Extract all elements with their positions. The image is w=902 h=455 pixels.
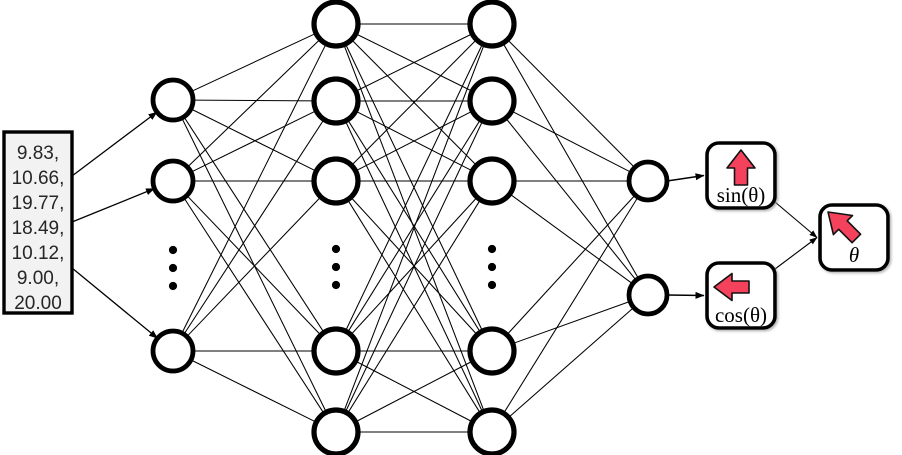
edge-input-layer-2-to-hidden-layer-1-4	[190, 359, 317, 423]
ellipsis-dot-input-layer-1	[168, 263, 178, 273]
neuron-hidden-layer-1-3[interactable]	[311, 326, 361, 376]
cos-box-label: cos(θ)	[715, 303, 767, 327]
sin-box-label: sin(θ)	[717, 183, 766, 207]
ellipsis-dot-input-layer-0	[168, 245, 178, 255]
neuron-output-layer-1[interactable]	[626, 273, 670, 317]
theta-output-box[interactable]: θ	[818, 203, 890, 272]
edge-hidden-layer-1-4-to-hidden-layer-2-1	[344, 120, 484, 413]
neuron-hidden-layer-2-2[interactable]	[467, 156, 517, 206]
edge-hidden-layer-2-4-to-output-layer-0	[503, 196, 639, 414]
input-value-box: 9.83, 10.66, 19.77, 18.49, 10.12, 9.00, …	[2, 130, 74, 315]
input-value-1: 10.66,	[12, 168, 65, 189]
input-value-0: 9.83,	[17, 143, 59, 164]
edge-input-layer-1-to-hidden-layer-1-1	[190, 110, 317, 173]
edge-hidden-layer-1-3-to-hidden-layer-2-1	[347, 119, 481, 333]
ellipsis-dot-hidden-layer-1-2	[331, 280, 341, 290]
neuron-hidden-layer-1-4[interactable]	[311, 407, 361, 455]
edge-hidden-layer-2-1-to-output-layer-0	[511, 110, 632, 173]
arrow-up-icon	[726, 149, 756, 186]
edge-sin-box-to-theta-box	[774, 201, 818, 238]
edge-hidden-layer-1-1-to-hidden-layer-2-0	[355, 33, 473, 92]
edge-input-layer-2-to-hidden-layer-1-1	[183, 119, 325, 335]
edges-boxes-to-theta	[774, 201, 818, 270]
edge-inputbox-to-neuron-1	[71, 187, 155, 223]
edge-cos-box-to-theta-box	[774, 237, 818, 270]
edges-input-to-hidden1	[181, 32, 327, 423]
neuron-output-layer-0[interactable]	[626, 159, 670, 203]
edge-hidden-layer-2-3-to-output-layer-0	[506, 194, 636, 336]
arrow-up-left-icon	[827, 211, 862, 244]
edges-inputbox-to-inputlayer	[71, 111, 158, 339]
sin-output-box[interactable]: sin(θ)	[705, 141, 777, 210]
edge-input-layer-1-to-hidden-layer-1-3	[186, 195, 322, 336]
input-value-5: 9.00,	[17, 268, 59, 289]
edge-hidden-layer-1-2-to-hidden-layer-2-0	[351, 39, 477, 166]
edge-hidden-layer-1-4-to-hidden-layer-2-2	[347, 199, 481, 414]
neuron-input-layer-2[interactable]	[150, 328, 196, 374]
edge-input-layer-0-to-hidden-layer-1-0	[190, 32, 317, 93]
input-value-3: 18.49,	[12, 218, 65, 239]
edge-hidden-layer-2-0-to-output-layer-0	[507, 39, 635, 168]
input-box-rect	[2, 130, 74, 315]
neuron-hidden-layer-2-4[interactable]	[467, 407, 517, 455]
edge-input-layer-1-to-hidden-layer-1-0	[187, 38, 321, 168]
edge-input-layer-2-to-hidden-layer-1-2	[186, 196, 322, 337]
edge-inputbox-to-neuron-0	[71, 111, 158, 177]
neuron-hidden-layer-1-1[interactable]	[311, 76, 361, 126]
layer-ellipses	[168, 244, 497, 291]
neuron-hidden-layer-2-3[interactable]	[467, 326, 517, 376]
ellipsis-dot-hidden-layer-1-1	[331, 262, 341, 272]
edges-hidden1-to-hidden2	[343, 23, 485, 433]
edge-hidden-layer-2-1-to-output-layer-1	[505, 117, 637, 281]
edges-output-to-boxes	[666, 173, 705, 299]
neuron-hidden-layer-2-1[interactable]	[467, 76, 517, 126]
edge-inputbox-to-neuron-2	[71, 267, 158, 339]
edge-hidden-layer-2-2-to-output-layer-1	[509, 193, 633, 285]
edge-output-0-to-sin-box	[666, 173, 705, 182]
neuron-input-layer-0[interactable]	[150, 77, 196, 123]
ellipsis-dot-hidden-layer-2-0	[487, 244, 497, 254]
ellipsis-dot-hidden-layer-2-1	[487, 262, 497, 272]
edge-hidden-layer-1-4-to-hidden-layer-2-0	[343, 44, 485, 412]
theta-box-label: θ	[849, 243, 859, 267]
arrow-left-icon	[713, 272, 750, 302]
edge-hidden-layer-1-3-to-hidden-layer-2-0	[344, 43, 484, 332]
input-value-4: 10.12,	[12, 243, 65, 264]
edge-input-layer-0-to-hidden-layer-1-2	[190, 108, 317, 172]
edge-input-layer-0-to-hidden-layer-1-1	[192, 99, 315, 102]
edge-input-layer-0-to-hidden-layer-1-3	[183, 116, 325, 333]
input-value-2: 19.77,	[12, 193, 65, 214]
cos-output-box[interactable]: cos(θ)	[705, 261, 777, 330]
edge-hidden-layer-1-4-to-hidden-layer-2-3	[355, 360, 473, 423]
neuron-input-layer-1[interactable]	[150, 158, 196, 204]
edges-hidden2-to-output	[502, 39, 639, 418]
edge-hidden-layer-2-4-to-output-layer-1	[508, 307, 635, 418]
edge-hidden-layer-2-3-to-output-layer-1	[512, 300, 631, 345]
edge-hidden-layer-1-2-to-hidden-layer-2-1	[355, 110, 473, 172]
neuron-hidden-layer-2-0[interactable]	[467, 0, 517, 49]
input-value-6: 20.00	[14, 293, 62, 314]
neuron-hidden-layer-1-0[interactable]	[311, 0, 361, 49]
edge-output-1-to-cos-box	[666, 291, 705, 299]
neuron-hidden-layer-1-2[interactable]	[311, 156, 361, 206]
edge-input-layer-1-to-hidden-layer-1-4	[183, 197, 325, 414]
ellipsis-dot-hidden-layer-1-0	[331, 244, 341, 254]
network-nodes	[150, 0, 670, 455]
ellipsis-dot-hidden-layer-2-2	[487, 280, 497, 290]
edge-hidden-layer-2-0-to-output-layer-1	[502, 42, 639, 279]
ellipsis-dot-input-layer-2	[168, 281, 178, 291]
edge-input-layer-2-to-hidden-layer-1-0	[181, 43, 327, 334]
